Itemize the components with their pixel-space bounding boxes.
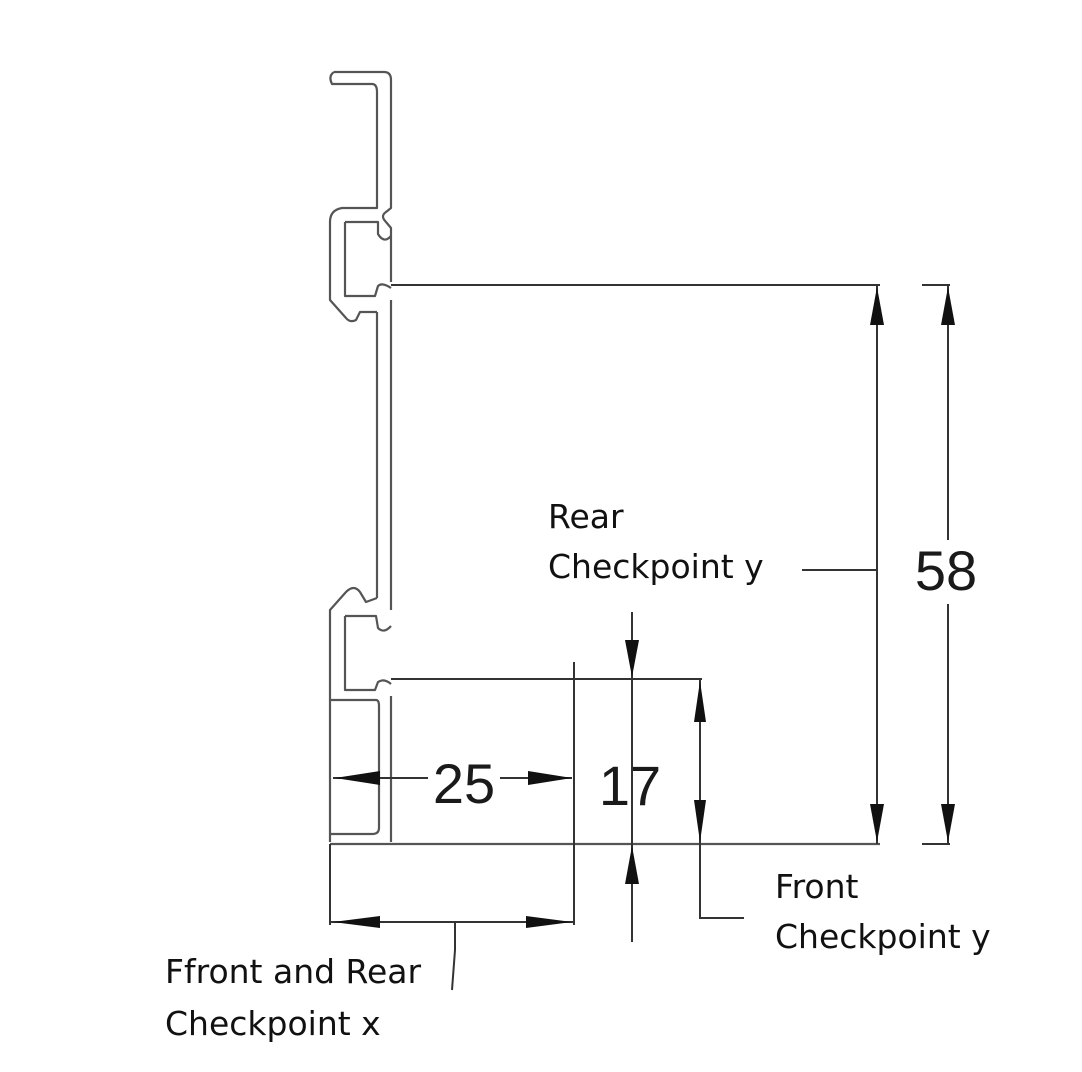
lower-clip <box>328 586 378 842</box>
extension-lines <box>329 284 950 925</box>
front-checkpoint-y-label-line1: Front <box>775 867 859 906</box>
profile-outline <box>328 70 880 846</box>
dimension-58-value: 58 <box>915 539 977 602</box>
rear-checkpoint-y-label-line2: Checkpoint y <box>548 547 764 586</box>
dimension-17: 17 <box>599 612 706 942</box>
checkpoint-x-label-line2: Checkpoint x <box>165 1004 381 1043</box>
top-hook <box>334 70 393 282</box>
leader-lines <box>451 569 877 991</box>
checkpoint-x-label-line1: Ffront and Rear <box>165 952 422 991</box>
dimension-58: 58 <box>870 285 977 844</box>
dimension-25: 25 <box>330 752 574 928</box>
front-checkpoint-y-label-line2: Checkpoint y <box>775 917 991 956</box>
upper-clip <box>343 220 392 298</box>
bottom-box <box>331 698 381 836</box>
dimension-17-value: 17 <box>599 754 661 817</box>
lower-clip-inner <box>343 614 392 692</box>
rear-checkpoint-y-label-line1: Rear <box>548 497 624 536</box>
top-hook-inner <box>328 71 379 323</box>
dimension-25-value: 25 <box>433 752 495 815</box>
